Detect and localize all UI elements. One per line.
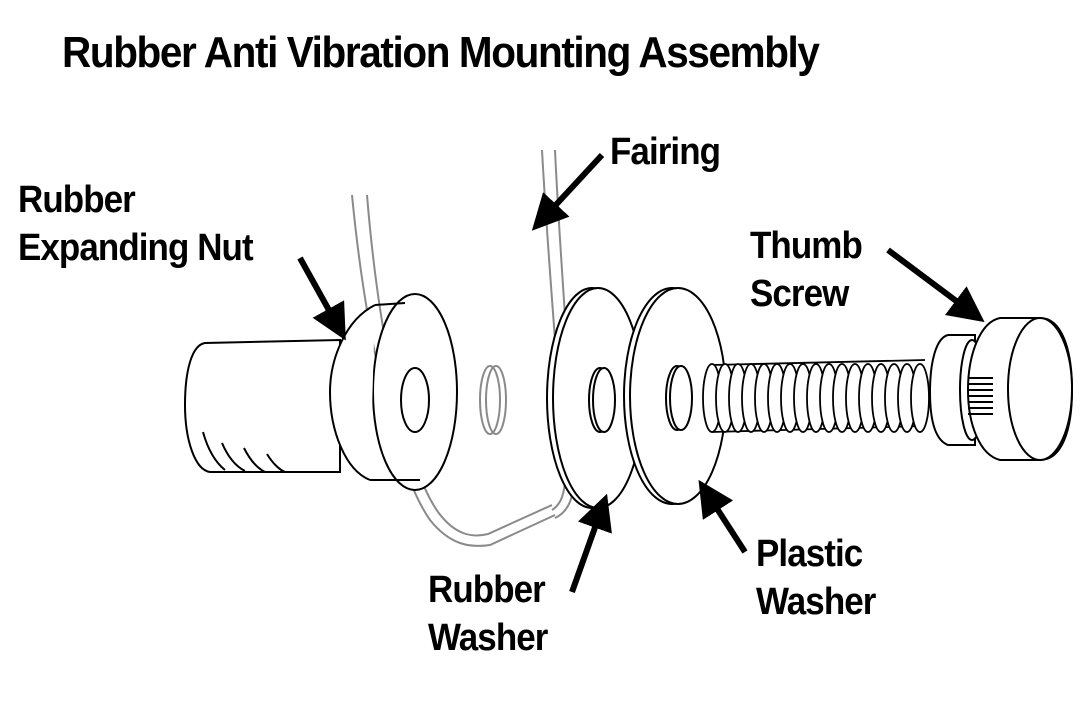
rubber-washer-part bbox=[546, 287, 644, 509]
arrow-rubber-washer bbox=[569, 493, 612, 594]
rubber-expanding-nut-part bbox=[183, 293, 458, 491]
label-thumb-screw: Thumb Screw bbox=[750, 222, 863, 318]
plastic-washer-part bbox=[623, 287, 727, 505]
label-rubber-washer: Rubber Washer bbox=[428, 566, 548, 662]
label-line: Expanding Nut bbox=[18, 227, 254, 269]
label-line: Screw bbox=[750, 273, 849, 315]
thumb-screw-head-part bbox=[928, 317, 1074, 461]
label-line: Rubber bbox=[428, 569, 546, 611]
arrow-plastic-washer bbox=[698, 479, 748, 554]
label-line: Plastic bbox=[756, 533, 863, 575]
knurl-lines bbox=[968, 377, 993, 415]
leader-arrows bbox=[297, 152, 985, 594]
label-line: Washer bbox=[428, 617, 548, 659]
label-fairing: Fairing bbox=[610, 131, 721, 173]
label-line: Rubber bbox=[18, 179, 136, 221]
label-line: Thumb bbox=[750, 225, 863, 267]
diagram-title: Rubber Anti Vibration Mounting Assembly bbox=[62, 28, 820, 77]
arrow-fairing bbox=[531, 152, 605, 231]
arrow-thumb-screw bbox=[886, 247, 985, 323]
label-plastic-washer: Plastic Washer bbox=[756, 530, 876, 626]
thread-ridges bbox=[702, 363, 930, 433]
arrow-rubber-expanding-nut bbox=[297, 256, 346, 341]
thread-ridge bbox=[910, 363, 930, 433]
label-line: Washer bbox=[756, 581, 876, 623]
label-rubber-expanding-nut: Rubber Expanding Nut bbox=[18, 176, 254, 272]
